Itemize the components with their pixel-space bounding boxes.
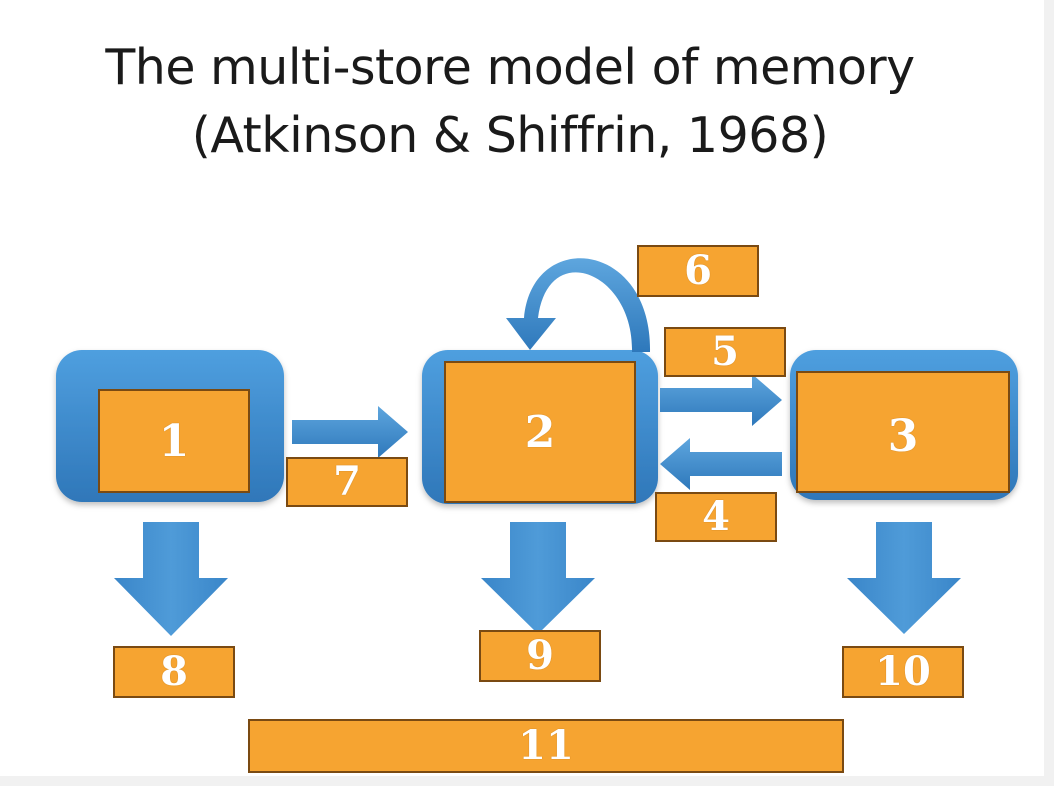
title-line-2: (Atkinson & Shiffrin, 1968) [191,107,829,164]
label-9: 9 [479,630,601,682]
down-arrow-long-term [847,522,961,634]
slide: The multi-store model of memory (Atkinso… [0,0,1044,776]
label-2: 2 [444,361,636,503]
title-line-1: The multi-store model of memory [105,39,915,96]
label-4: 4 [655,492,777,542]
label-3: 3 [796,371,1010,493]
label-5: 5 [664,327,786,377]
down-arrow-short-term [481,522,595,634]
rehearsal-loop-arrow [506,258,651,352]
label-11: 11 [248,719,844,773]
arrow-short-term-to-long-term [660,374,782,426]
down-arrow-sensory [114,522,228,636]
label-8: 8 [113,646,235,698]
arrow-long-term-to-short-term [660,438,782,490]
label-7: 7 [286,457,408,507]
label-10: 10 [842,646,964,698]
label-6: 6 [637,245,759,297]
label-1: 1 [98,389,250,493]
arrow-sensory-to-short-term [292,406,408,458]
page-title: The multi-store model of memory (Atkinso… [0,34,1020,170]
